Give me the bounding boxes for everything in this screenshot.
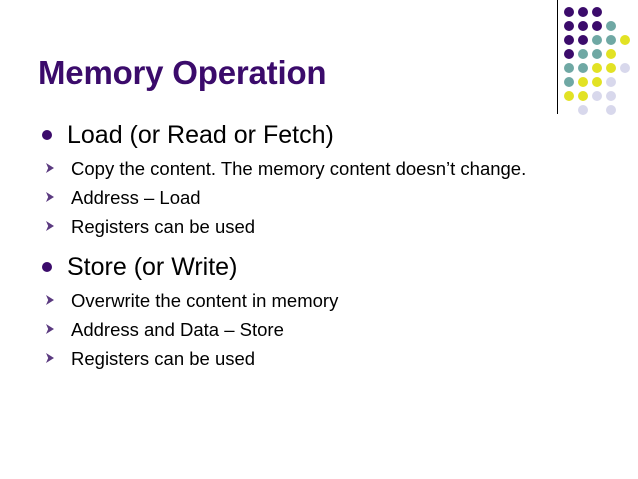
bullet-text: Overwrite the content in memory: [71, 290, 339, 311]
bullet-level1-store: Store (or Write): [38, 250, 618, 284]
bullet-text: Copy the content. The memory content doe…: [71, 158, 527, 179]
arrowhead-bullet-icon: [45, 352, 56, 364]
bullet-level2-overwrite-content: Overwrite the content in memory: [38, 286, 618, 315]
bullet-level2-registers-used-1: Registers can be used: [38, 212, 618, 241]
logo-decoration: [548, 0, 638, 125]
dot-purple: [578, 21, 588, 31]
dot-grid-icon: [564, 7, 638, 115]
dot-yellow: [578, 77, 588, 87]
dot-purple: [564, 35, 574, 45]
dot-teal: [578, 49, 588, 59]
bullet-text: Registers can be used: [71, 348, 256, 369]
vertical-divider-line: [557, 0, 558, 114]
dot-lavender: [578, 105, 588, 115]
dot-lavender: [592, 91, 602, 101]
dot-lavender: [620, 63, 630, 73]
arrowhead-bullet-icon: [45, 323, 56, 335]
bullet-circle-icon: [42, 130, 52, 140]
dot-yellow: [578, 91, 588, 101]
bullet-level2-copy-content: Copy the content. The memory content doe…: [38, 154, 618, 183]
bullet-text: Address and Data – Store: [71, 319, 284, 340]
arrowhead-bullet-icon: [45, 294, 56, 306]
dot-lavender: [606, 105, 616, 115]
dot-purple: [592, 7, 602, 17]
dot-teal: [592, 35, 602, 45]
bullet-level2-address-data-store: Address and Data – Store: [38, 315, 618, 344]
dot-purple: [564, 21, 574, 31]
dot-teal: [564, 63, 574, 73]
dot-yellow: [592, 77, 602, 87]
dot-lavender: [606, 91, 616, 101]
bullet-level2-address-load: Address – Load: [38, 183, 618, 212]
bullet-text: Registers can be used: [71, 216, 256, 237]
dot-purple: [578, 7, 588, 17]
dot-lavender: [606, 77, 616, 87]
dot-yellow: [606, 63, 616, 73]
arrowhead-bullet-icon: [45, 191, 56, 203]
dot-purple: [578, 35, 588, 45]
dot-purple: [592, 21, 602, 31]
bullet-level2-registers-used-2: Registers can be used: [38, 344, 618, 373]
bullet-level1-load: Load (or Read or Fetch): [38, 118, 618, 152]
dot-yellow: [606, 49, 616, 59]
dot-teal: [564, 77, 574, 87]
dot-yellow: [620, 35, 630, 45]
dot-yellow: [592, 63, 602, 73]
dot-yellow: [564, 91, 574, 101]
page-title: Memory Operation: [38, 54, 327, 91]
dot-teal: [606, 35, 616, 45]
bullet-text: Address – Load: [71, 187, 201, 208]
bullet-text: Load (or Read or Fetch): [67, 121, 334, 149]
dot-teal: [578, 63, 588, 73]
bullet-list: Load (or Read or Fetch) Copy the content…: [38, 118, 618, 373]
arrowhead-bullet-icon: [45, 220, 56, 232]
dot-purple: [564, 49, 574, 59]
dot-teal: [606, 21, 616, 31]
bullet-text: Store (or Write): [67, 253, 238, 281]
arrowhead-bullet-icon: [45, 162, 56, 174]
bullet-circle-icon: [42, 262, 52, 272]
dot-teal: [592, 49, 602, 59]
dot-purple: [564, 7, 574, 17]
